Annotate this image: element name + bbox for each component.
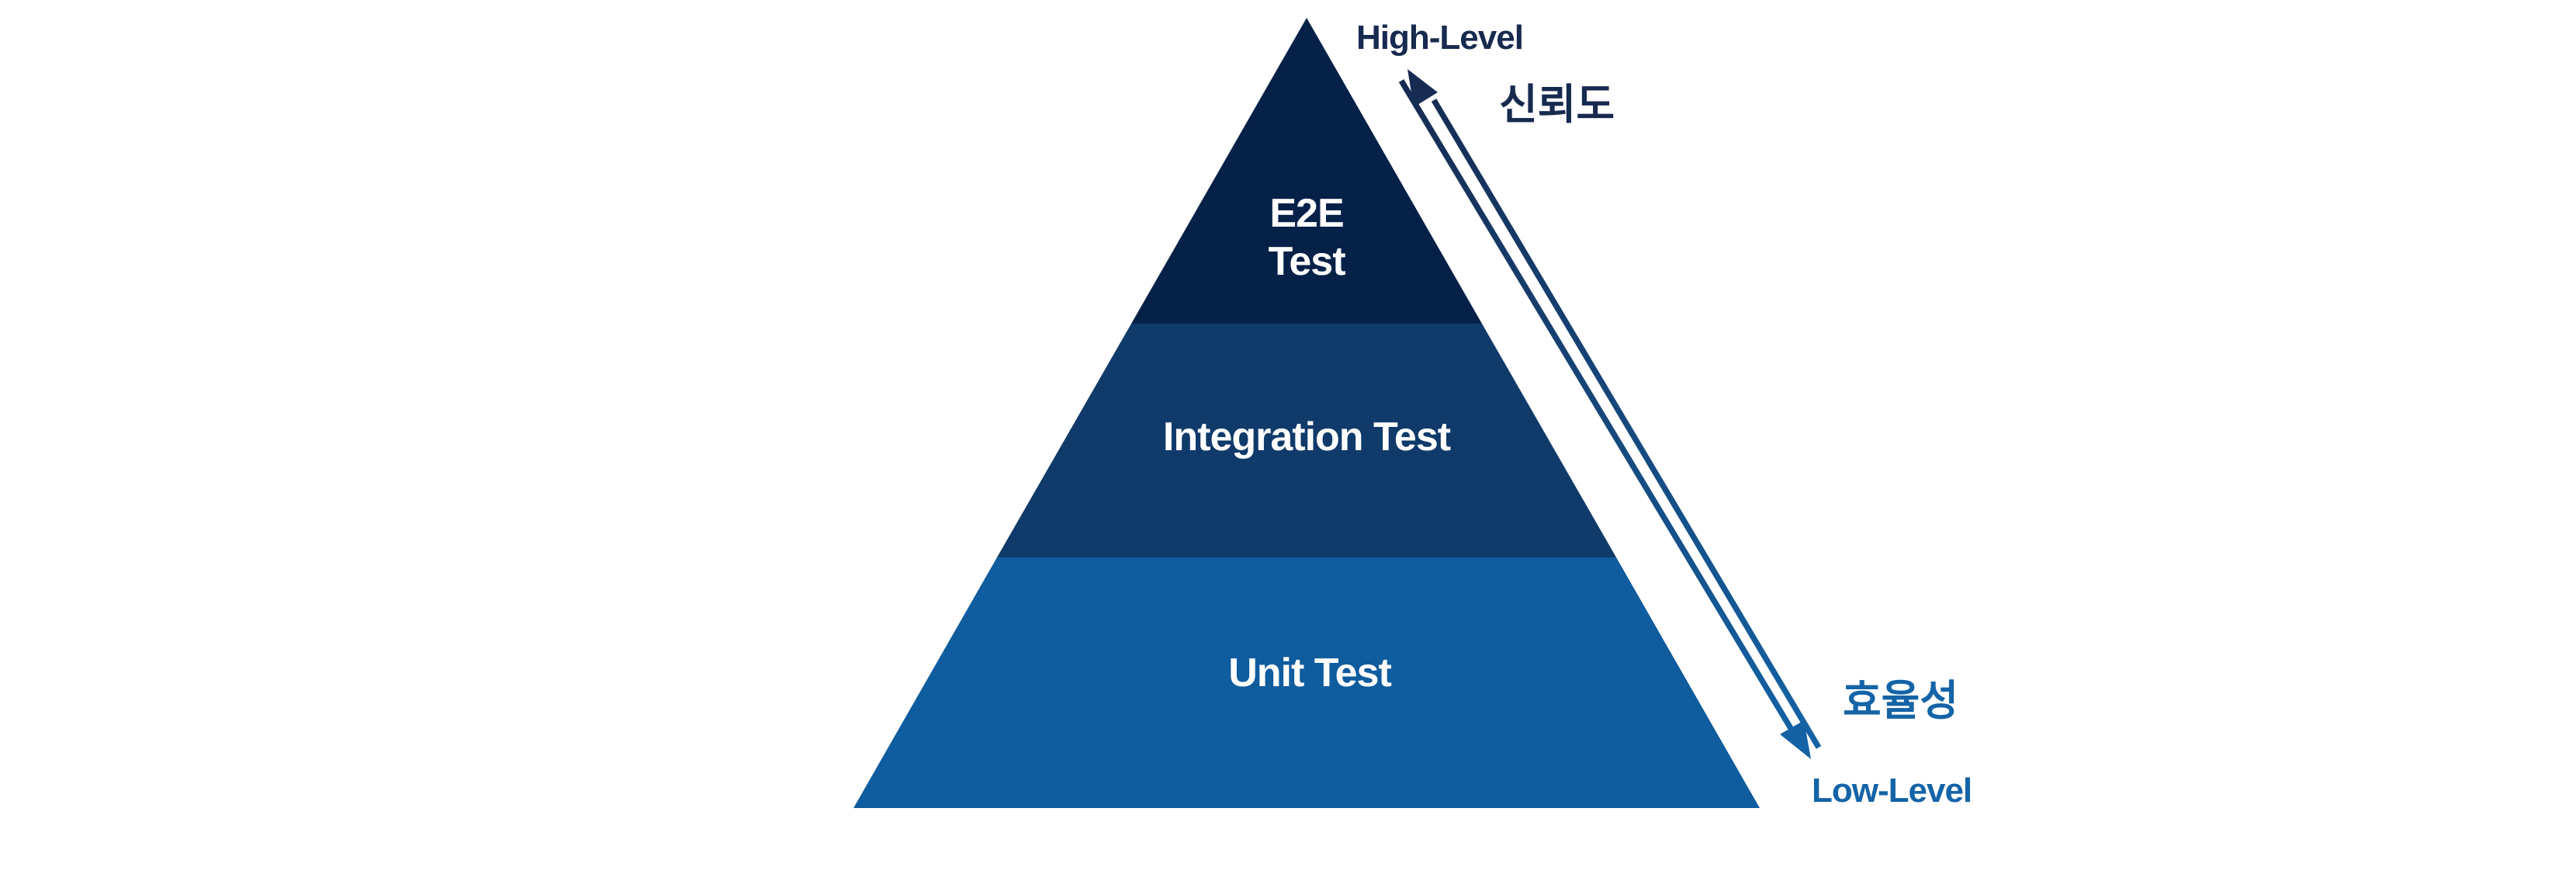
integration-test-label: Integration Test [1162, 415, 1451, 460]
pyramid-layer-unit [853, 557, 1760, 808]
efficiency-korean-label: 효율성 [1843, 678, 1959, 724]
unit-test-label: Unit Test [1228, 650, 1392, 695]
pyramid-layer-e2e [1131, 18, 1482, 324]
e2e-test-label: E2E Test [1268, 189, 1345, 286]
e2e-test-label-line2: Test [1268, 239, 1345, 284]
high-level-label: High-Level [1356, 19, 1524, 57]
reliability-korean-label: 신뢰도 [1499, 82, 1615, 128]
level-axis-arrow [1398, 69, 1822, 759]
low-level-label: Low-Level [1812, 772, 1972, 810]
up-arrow-shaft [1431, 99, 1822, 749]
up-arrowhead-icon [1407, 69, 1438, 107]
down-arrowhead-icon [1780, 720, 1811, 759]
down-arrow-shaft [1398, 79, 1795, 731]
e2e-test-label-line1: E2E [1269, 191, 1344, 236]
pyramid-layer-integration [997, 324, 1616, 557]
